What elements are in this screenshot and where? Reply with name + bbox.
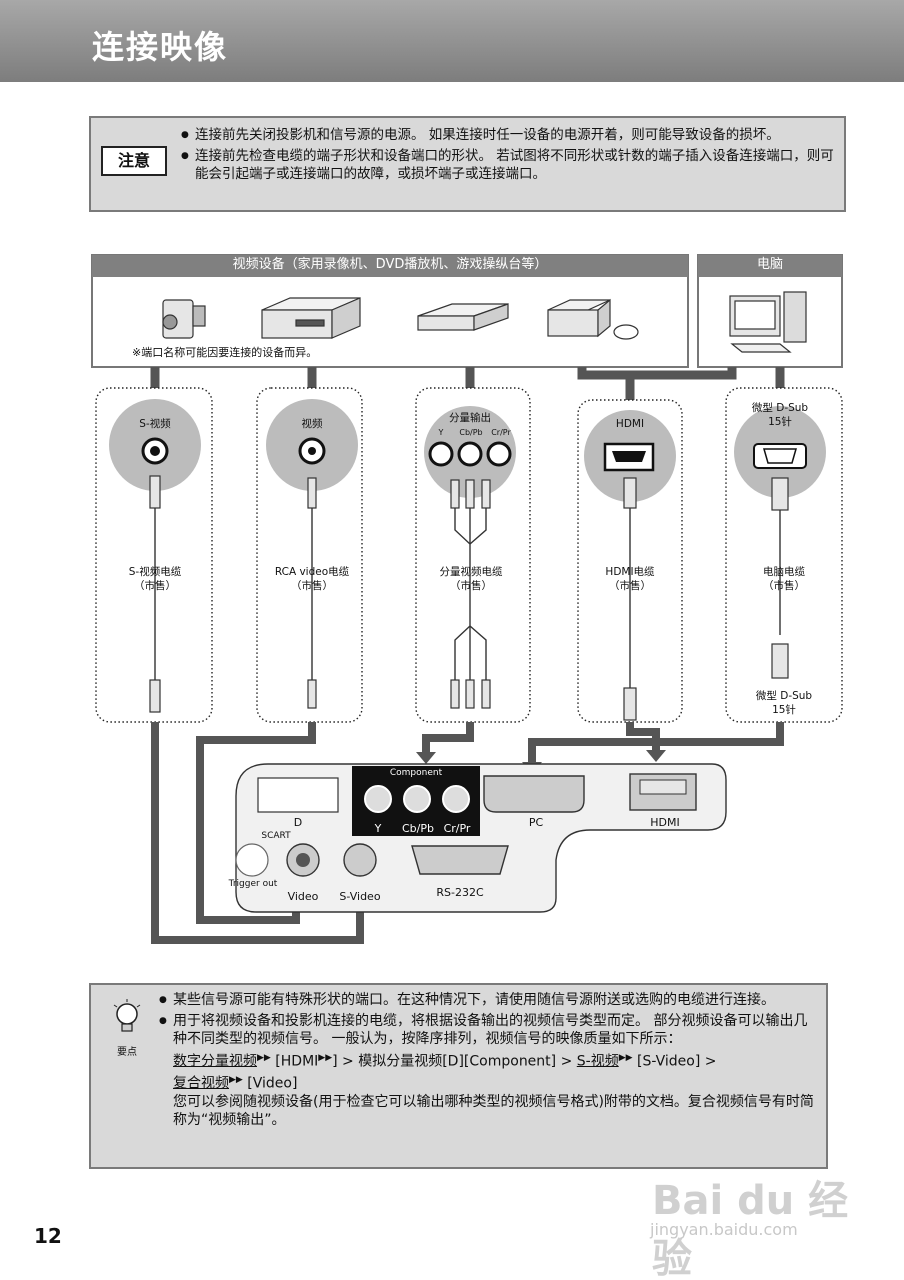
rs232c-port-icon — [411, 845, 509, 875]
device-link-lines — [150, 367, 785, 400]
watermark-logo: Bai du 经验 — [652, 1178, 849, 1280]
video-port-label: 视频 — [301, 418, 323, 430]
connection-diagram: 视频设备（家用录像机、DVD播放机、游戏操纵台等） 电脑 ※端口名称可能因要连接… — [0, 240, 904, 960]
s-video-link[interactable]: S-视频 — [576, 1053, 619, 1070]
caution-tag: 注意 — [101, 146, 167, 176]
component-block-title: Component — [389, 768, 443, 778]
d-sub-end-pins: 15针 — [772, 704, 796, 716]
d-sub-end-label: 微型 D-Sub — [755, 690, 813, 702]
ref-arrow-icon: ▶▶ — [618, 1052, 633, 1063]
tip-icon-wrap: 要点 — [107, 997, 147, 1059]
hdmi-cable-label: HDMI电缆 — [605, 566, 655, 578]
s-video-cable-sold: （市售） — [134, 580, 176, 592]
ref-arrow-icon: ▶▶ — [257, 1052, 271, 1063]
page-number: 12 — [34, 1224, 62, 1248]
s-video-cable-label: S-视频电缆 — [128, 566, 182, 578]
s-video-port-label: S-视频 — [139, 418, 171, 430]
lightbulb-icon — [113, 999, 141, 1032]
projector-hdmi-label: HDMI — [650, 816, 680, 829]
quality-order: 数字分量视频▶▶ [HDMI▶▶] > 模拟分量视频[D][Component]… — [173, 1049, 819, 1071]
tip-item: 用于将视频设备和投影机连接的电缆，将根据设备输出的视频信号类型而定。 部分视频设… — [159, 1012, 819, 1130]
game-console-icon — [547, 298, 639, 340]
projector-rs232c-label: RS-232C — [436, 886, 484, 899]
video-devices-title: 视频设备（家用录像机、DVD播放机、游戏操纵台等） — [232, 257, 548, 272]
page-header: 连接映像 — [0, 0, 904, 82]
caution-item: 连接前先检查电缆的端子形状和设备端口的形状。 若试图将不同形状或针数的端子插入设… — [181, 147, 836, 183]
caution-list: 连接前先关闭投影机和信号源的电源。 如果连接时任一设备的电源开着，则可能导致设备… — [181, 126, 836, 186]
computer-cable-sold: （市售） — [763, 580, 805, 592]
pc-port-icon — [483, 775, 585, 813]
component-cr-label: Cr/Pr — [491, 428, 511, 437]
tip-item-text: 您可以参阅随视频设备(用于检查它可以输出哪种类型的视频信号格式)附带的文档。复合… — [173, 1093, 814, 1129]
component-cable-sold: （市售） — [450, 580, 492, 592]
cable-plugs — [149, 475, 789, 721]
tip-box: 要点 某些信号源可能有特殊形状的端口。在这种情况下，请使用随信号源附送或选购的电… — [89, 983, 828, 1169]
watermark: Bai du 经验 jingyan.baidu.com — [640, 1150, 870, 1280]
dvd-player-icon — [417, 303, 509, 331]
video-ref: [Video] — [242, 1075, 298, 1092]
component-cb-label: Cb/Pb — [459, 428, 483, 437]
vcr-icon — [261, 297, 361, 339]
trigger-out-jack-icon — [235, 843, 269, 877]
cables — [154, 508, 781, 688]
ref-arrow-icon: ▶▶ — [229, 1074, 243, 1085]
projector-cb-label: Cb/Pb — [402, 822, 434, 835]
routing-lines — [151, 722, 784, 944]
composite-video-link[interactable]: 复合视频 — [173, 1075, 229, 1092]
quality-order-end: 复合视频▶▶ [Video] — [173, 1071, 819, 1093]
hdmi-ref: [HDMI — [275, 1053, 319, 1070]
video-devices-title-bar — [92, 255, 688, 277]
projector-cr-label: Cr/Pr — [443, 822, 471, 835]
tip-item-text: 用于将视频设备和投影机连接的电缆，将根据设备输出的视频信号类型而定。 部分视频设… — [173, 1012, 808, 1048]
projector-video-label: Video — [287, 890, 319, 903]
projector-trigger-label: Trigger out — [228, 879, 278, 889]
projector-pc-label: PC — [528, 816, 544, 829]
rca-cable-label: RCA video电缆 — [274, 566, 350, 578]
projector-y-label: Y — [374, 822, 382, 835]
d-sub-pins-label: 15针 — [768, 416, 792, 428]
computer-title-bar — [698, 255, 842, 277]
hdmi-cable-sold: （市售） — [609, 580, 651, 592]
computer-cable-label: 电脑电缆 — [763, 566, 805, 578]
s-video-ref: [S-Video] > — [632, 1053, 717, 1070]
d-sub-port-icon — [753, 443, 807, 469]
tip-list: 某些信号源可能有特殊形状的端口。在这种情况下，请使用随信号源附送或选购的电缆进行… — [159, 991, 819, 1132]
caution-item: 连接前先关闭投影机和信号源的电源。 如果连接时任一设备的电源开着，则可能导致设备… — [181, 126, 836, 144]
page-title: 连接映像 — [92, 28, 229, 66]
hdmi-port-icon — [603, 442, 655, 472]
component-jack-icons — [364, 785, 470, 813]
d-sub-port-label: 微型 D-Sub — [751, 402, 809, 414]
computer-icon — [729, 291, 807, 353]
analog-ref: ] > 模拟分量视频[D][Component] > — [332, 1053, 577, 1070]
hdmi-port-label: HDMI — [615, 418, 645, 430]
ref-arrow-icon: ▶▶ — [318, 1052, 333, 1063]
computer-title: 电脑 — [756, 257, 783, 272]
tip-item: 某些信号源可能有特殊形状的端口。在这种情况下，请使用随信号源附送或选购的电缆进行… — [159, 991, 819, 1010]
port-name-note: ※端口名称可能因要连接的设备而异。 — [132, 346, 318, 359]
component-port-label: 分量输出 — [449, 412, 491, 424]
component-ports-icon — [428, 441, 512, 467]
d-port-icon — [257, 777, 339, 813]
projector-svideo-label: S-Video — [339, 890, 381, 903]
rca-cable-sold: （市售） — [291, 580, 333, 592]
s-video-jack-icon — [343, 843, 377, 877]
watermark-url: jingyan.baidu.com — [650, 1220, 798, 1239]
caution-box: 注意 连接前先关闭投影机和信号源的电源。 如果连接时任一设备的电源开着，则可能导… — [89, 116, 846, 212]
digital-component-link[interactable]: 数字分量视频 — [173, 1053, 257, 1070]
component-y-label: Y — [438, 428, 444, 437]
camcorder-icon — [162, 299, 206, 339]
diagram-graphics — [91, 254, 843, 944]
tip-label: 要点 — [117, 1047, 137, 1058]
projector-d-label: D — [293, 816, 303, 829]
projector-scart-label: SCART — [261, 831, 291, 841]
component-cable-label: 分量视频电缆 — [439, 566, 503, 578]
